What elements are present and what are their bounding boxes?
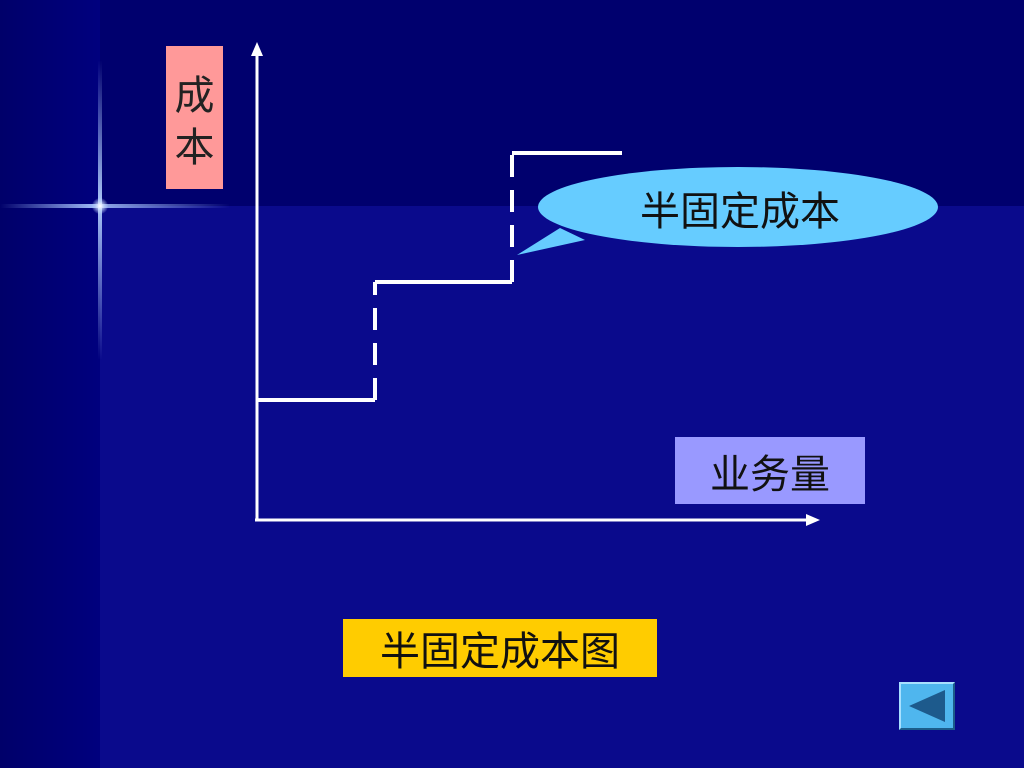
background-left-band [0,0,100,768]
y-axis-arrowhead [251,42,263,56]
back-button[interactable] [899,682,955,730]
x-axis-arrowhead [806,514,820,526]
x-axis-label: 业务量 [675,437,865,504]
callout-bubble [517,228,585,255]
y-axis-label: 成 本 [166,46,223,189]
y-axis-label-line1: 成 [174,73,215,119]
diagram-caption: 半固定成本图 [343,619,657,677]
light-flare-core [92,198,108,214]
light-flare-horizontal [0,204,230,208]
callout-label: 半固定成本 [640,189,840,235]
y-axis-label-line2: 本 [174,125,215,171]
back-triangle-icon [909,690,945,722]
callout-ellipse [538,167,938,247]
